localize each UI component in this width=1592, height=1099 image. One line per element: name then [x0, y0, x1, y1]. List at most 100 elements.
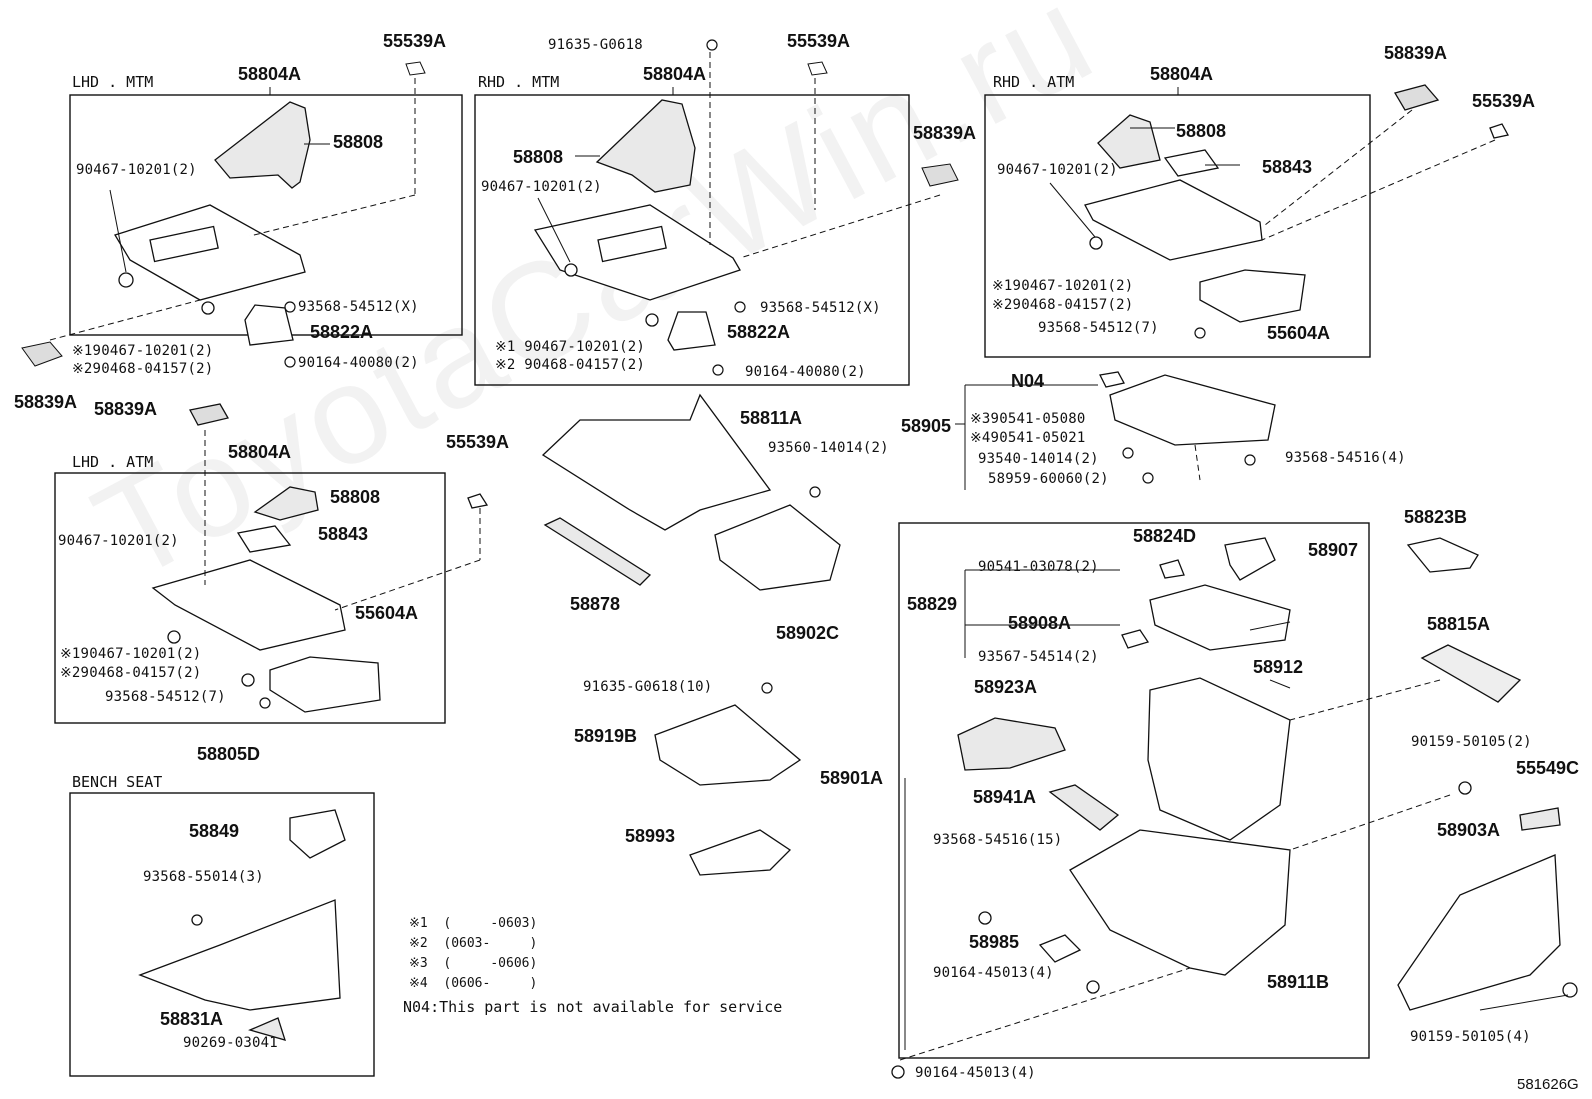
part-label: 58815A — [1427, 614, 1491, 634]
part-label: 58843 — [318, 524, 369, 544]
part-label: 58911B — [1267, 972, 1330, 992]
diagram-code: 581626G — [1517, 1076, 1579, 1093]
part-label: 58902C — [776, 623, 840, 643]
group-label-lhd-mtm: LHD . MTM — [72, 73, 154, 91]
part-label: 58903A — [1437, 820, 1501, 840]
console-box-parts — [891, 537, 1291, 1079]
part-label: 55549C — [1516, 758, 1580, 778]
frame-bench-seat — [69, 792, 375, 1077]
part-label: 93568-54512(7) — [1038, 320, 1159, 336]
dashed-lines — [49, 52, 1496, 1061]
legend-line: ※3 ( -0606) — [409, 956, 538, 971]
part-label: 58811A — [740, 408, 803, 428]
part-label: 58839A — [1384, 43, 1448, 63]
ashtray-shape — [269, 656, 381, 713]
rear-panel-shape — [1397, 854, 1561, 1011]
part-label: 55539A — [787, 31, 851, 51]
console-side-panel-shape — [541, 393, 772, 531]
part-label: 58907 — [1308, 540, 1359, 560]
bench-tray-shape — [289, 809, 346, 859]
frame-rhd-mtm — [474, 94, 910, 386]
fasteners — [259, 39, 1256, 709]
part-label: 58905 — [901, 416, 952, 436]
bracket-shape — [714, 504, 841, 591]
part-label: 58839A — [14, 392, 78, 412]
ashtray-shape — [1199, 269, 1306, 323]
part-label: 58805D — [197, 744, 261, 764]
part-label: 93568-55014(3) — [143, 869, 264, 885]
right-side-parts — [1397, 537, 1578, 1011]
part-label: 58993 — [625, 826, 676, 846]
part-label: 90467-10201(2) — [76, 162, 197, 178]
bench-seat-parts — [138, 809, 346, 1041]
armrest-lid-shape — [1109, 374, 1276, 446]
group-label-rhd-atm: RHD . ATM — [993, 73, 1075, 91]
shift-boot-shape — [253, 486, 319, 521]
group-label-bench-seat: BENCH SEAT — [72, 773, 163, 791]
part-label: 91635-G0618 — [548, 37, 643, 53]
part-label: 58829 — [907, 594, 958, 614]
part-label: 58804A — [238, 64, 302, 84]
part-label: 93568-54512(7) — [105, 689, 226, 705]
cap-shape — [189, 403, 229, 426]
part-label: 58919B — [574, 726, 638, 746]
cover-plate-shape — [1519, 807, 1561, 831]
part-label: 55604A — [355, 603, 419, 623]
lhd-atm-parts — [151, 403, 489, 713]
group-label-rhd-mtm: RHD . MTM — [478, 73, 560, 91]
side-insulator-shape — [957, 717, 1066, 771]
part-label: 93560-14014(2) — [768, 440, 889, 456]
group-label-lhd-atm: LHD . ATM — [72, 453, 154, 471]
part-label: 58912 — [1253, 657, 1304, 677]
part-label: 58822A — [727, 322, 791, 342]
rhd-mtm-parts — [533, 99, 741, 351]
legend-line: ※1 ( -0603) — [409, 916, 538, 931]
part-label: 90164-45013(4) — [915, 1065, 1036, 1081]
part-label: 58959-60060(2) — [988, 471, 1109, 487]
part-label: 58843 — [1262, 157, 1313, 177]
part-label: 90159-50105(2) — [1411, 734, 1532, 750]
part-label: 58808 — [330, 487, 381, 507]
part-label: 58804A — [643, 64, 707, 84]
part-label: 93568-54512(X) — [298, 299, 419, 315]
console-panel-shape — [114, 204, 306, 301]
cover-shape — [1048, 784, 1120, 831]
part-label: 90159-50105(4) — [1410, 1029, 1531, 1045]
part-label: 58908A — [1008, 613, 1072, 633]
part-label: ※190467-10201(2) — [992, 278, 1134, 294]
part-label: 58808 — [513, 147, 564, 167]
lhd-mtm-parts — [114, 101, 311, 346]
rhd-atm-parts — [1084, 84, 1509, 323]
shift-boot-shape — [214, 101, 311, 189]
part-label: ※190467-10201(2) — [60, 646, 202, 662]
part-label: 58804A — [228, 442, 292, 462]
part-label: 90467-10201(2) — [58, 533, 179, 549]
part-label: 58823B — [1404, 507, 1468, 527]
mat-shape — [1420, 644, 1522, 703]
part-label: 93567-54514(2) — [978, 649, 1099, 665]
support-bracket-shape — [689, 829, 792, 876]
cap-shape-mid — [921, 163, 959, 187]
console-box-shape — [1147, 677, 1291, 841]
tray-shape — [1149, 584, 1291, 651]
console-panel-shape — [151, 559, 346, 651]
part-label: ※290468-04157(2) — [992, 297, 1134, 313]
legend-line: ※4 (0606- ) — [409, 976, 538, 991]
bracket-small-shape — [1038, 934, 1082, 963]
part-label: 90541-03078(2) — [978, 559, 1099, 575]
leader-lines — [109, 87, 1569, 1050]
part-label: 90467-10201(2) — [481, 179, 602, 195]
part-label: 93568-54516(15) — [933, 832, 1063, 848]
part-label: ※2 90468-04157(2) — [495, 357, 645, 373]
shift-lever-base-shape — [667, 311, 716, 351]
support-plate-shape — [654, 704, 802, 786]
part-label: 55539A — [1472, 91, 1536, 111]
part-label: 93540-14014(2) — [978, 451, 1099, 467]
part-label: 58923A — [974, 677, 1038, 697]
part-label: 93568-54516(4) — [1285, 450, 1406, 466]
shift-boot-shape — [1097, 114, 1161, 169]
part-label: 58839A — [913, 123, 977, 143]
legend-line: ※2 (0603- ) — [409, 936, 538, 951]
service-note: N04:This part is not available for servi… — [403, 998, 783, 1016]
